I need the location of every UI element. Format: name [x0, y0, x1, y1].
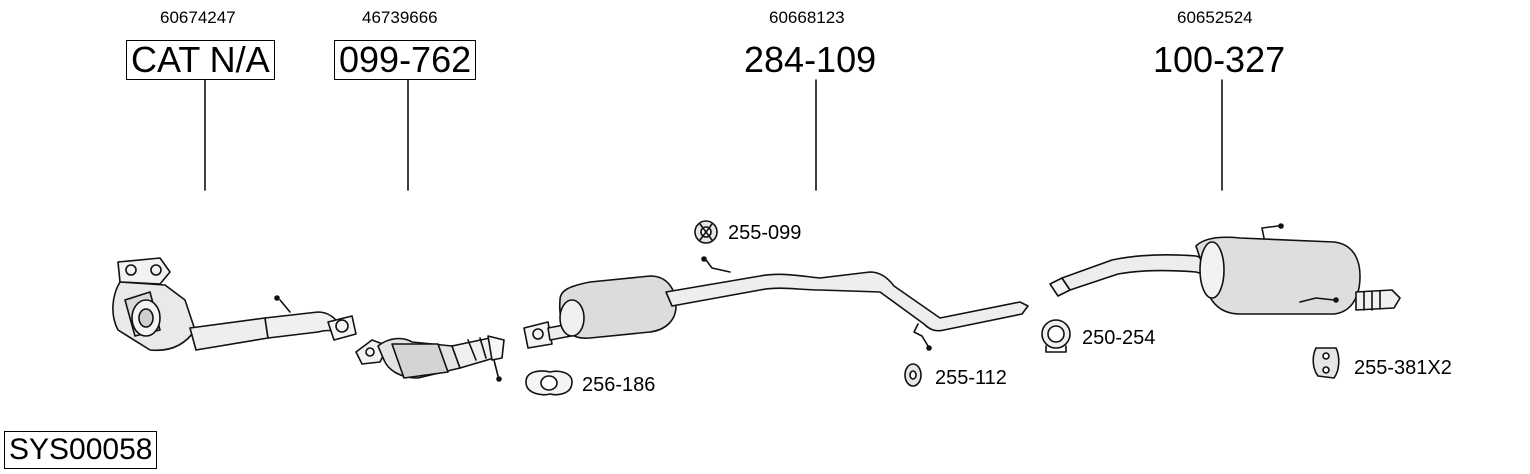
accessory-label[interactable]: 255-099 — [728, 222, 802, 244]
rubber-hanger-icon — [904, 363, 922, 387]
accessory-label[interactable]: 256-186 — [582, 374, 656, 396]
accessory-label[interactable]: 250-254 — [1082, 327, 1156, 349]
catalytic-converter-part — [355, 335, 505, 382]
part-number-link[interactable]: 284-109 — [744, 39, 877, 80]
oem-number: 46739666 — [362, 8, 438, 27]
oem-number: 60674247 — [160, 8, 236, 27]
part-number-link[interactable]: 100-327 — [1153, 39, 1286, 80]
part-number-link[interactable]: CAT N/A — [126, 40, 275, 80]
rear-silencer-part — [1049, 223, 1401, 315]
rubber-hanger-icon — [1312, 347, 1340, 379]
accessory-label[interactable]: 255-112 — [935, 367, 1007, 389]
middle-silencer-part — [523, 256, 1029, 351]
gasket-icon — [525, 370, 573, 396]
manifold-catalyst-part — [112, 257, 357, 352]
oem-number: 60652524 — [1177, 8, 1253, 27]
accessory-label[interactable]: 255-381X2 — [1354, 357, 1452, 379]
rubber-hanger-icon — [694, 220, 718, 244]
system-code: SYS00058 — [4, 431, 158, 469]
pipe-clamp-icon — [1041, 319, 1071, 353]
part-number-link[interactable]: 099-762 — [334, 40, 477, 80]
oem-number: 60668123 — [769, 8, 845, 27]
